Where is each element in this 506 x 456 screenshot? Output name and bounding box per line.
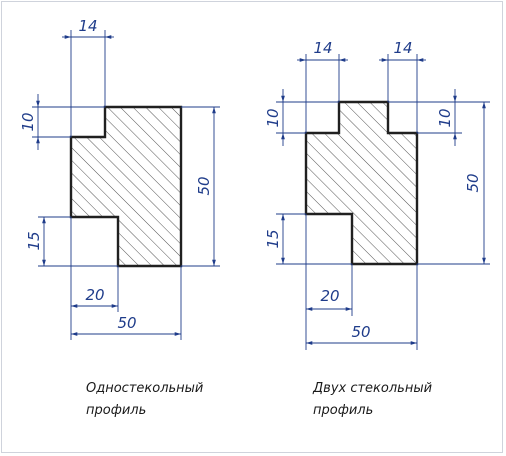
single-glass-profile: 14 10 50 15 20 50 Одностекольный профиль: [19, 17, 220, 418]
left-dim-top-width: 14: [78, 17, 97, 35]
right-profile-section: [304, 100, 419, 266]
left-dim-bottom-depth: 15: [25, 231, 43, 250]
left-dim-top-depth: 10: [19, 112, 37, 131]
right-dim-top-right-depth: 10: [436, 108, 454, 127]
left-dim-bottom-width: 20: [85, 286, 104, 304]
double-glass-profile: 14 14 10 10 50 15 20: [264, 39, 490, 418]
left-caption-line2: профиль: [86, 403, 146, 418]
right-dim-total-width: 50: [351, 323, 370, 341]
right-caption-line2: профиль: [313, 403, 373, 418]
right-dim-top-right-width: 14: [393, 39, 412, 57]
right-dim-bottom-depth: 15: [264, 229, 282, 248]
right-dim-height: 50: [464, 173, 482, 192]
right-dim-top-left-depth: 10: [264, 108, 282, 127]
left-dim-height: 50: [195, 176, 213, 195]
left-dim-total-width: 50: [117, 314, 136, 332]
left-caption-line1: Одностекольный: [86, 381, 203, 396]
right-caption-line1: Двух стекольный: [312, 381, 432, 396]
right-dim-top-left-width: 14: [313, 39, 332, 57]
right-dim-bottom-width: 20: [320, 287, 339, 305]
left-profile-section: [69, 105, 183, 268]
